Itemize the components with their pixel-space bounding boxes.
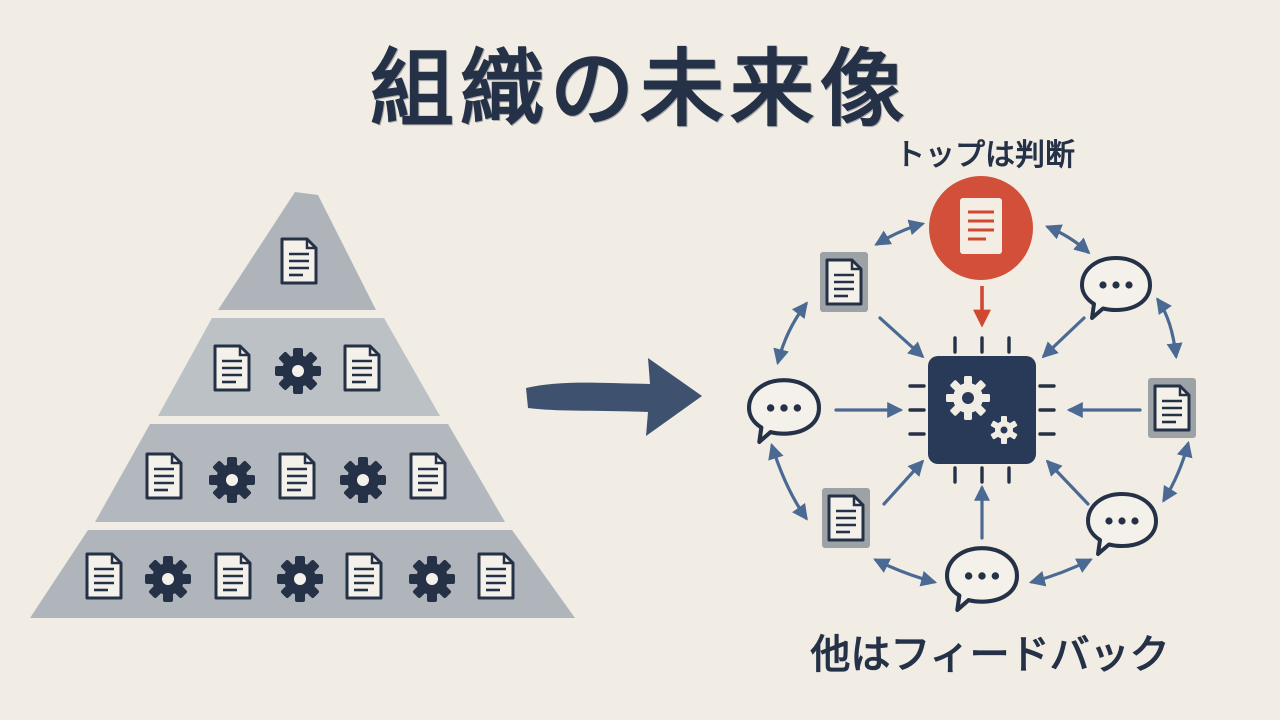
feedback-node-document <box>1148 378 1196 438</box>
document-icon <box>345 552 383 600</box>
gear-icon <box>340 457 386 503</box>
speech-bubble-icon <box>1086 492 1158 556</box>
ring-arrow <box>873 558 938 587</box>
gear-icon <box>275 348 321 394</box>
gear-icon <box>409 556 455 602</box>
document-icon <box>1153 384 1191 432</box>
input-arrow <box>1041 316 1086 359</box>
ring-arrow <box>1162 440 1193 503</box>
speech-bubble-icon <box>749 380 819 442</box>
gear-icon <box>209 457 255 503</box>
page-title: 組織の未来像 <box>369 39 910 138</box>
ring-arrow <box>1028 558 1093 587</box>
input-arrow <box>882 459 925 506</box>
gear-icon <box>145 556 191 602</box>
ai-chip-icon <box>908 336 1056 484</box>
ring-arrow <box>1045 224 1091 255</box>
document-icon <box>477 552 515 600</box>
gear-icon <box>277 556 323 602</box>
gear-icon <box>946 376 1018 444</box>
top-decision-node <box>929 176 1033 280</box>
feedback-node-document <box>822 488 870 548</box>
document-icon <box>278 452 316 500</box>
hierarchy-pyramid <box>30 192 575 618</box>
network-diagram <box>749 176 1196 610</box>
speech-bubble-icon <box>1080 256 1152 320</box>
ring-arrow <box>773 301 808 366</box>
document-icon <box>409 452 447 500</box>
ring-arrow <box>768 442 808 521</box>
document-icon <box>343 344 381 392</box>
input-arrow <box>1045 459 1090 506</box>
document-icon <box>213 344 251 392</box>
feedback-label: 他はフィードバック <box>810 632 1170 678</box>
document-icon <box>825 258 863 306</box>
ring-arrow <box>1156 297 1183 360</box>
document-icon <box>145 452 183 500</box>
speech-bubble-icon <box>947 548 1017 610</box>
top-decision-label: トップは判断 <box>895 138 1075 173</box>
transition-arrow <box>526 358 702 436</box>
document-icon <box>827 494 865 542</box>
document-icon <box>85 552 123 600</box>
feedback-node-document <box>820 252 868 312</box>
document-icon <box>280 237 318 285</box>
input-arrow <box>878 316 925 359</box>
document-icon <box>214 552 252 600</box>
ring-arrow <box>874 219 926 246</box>
